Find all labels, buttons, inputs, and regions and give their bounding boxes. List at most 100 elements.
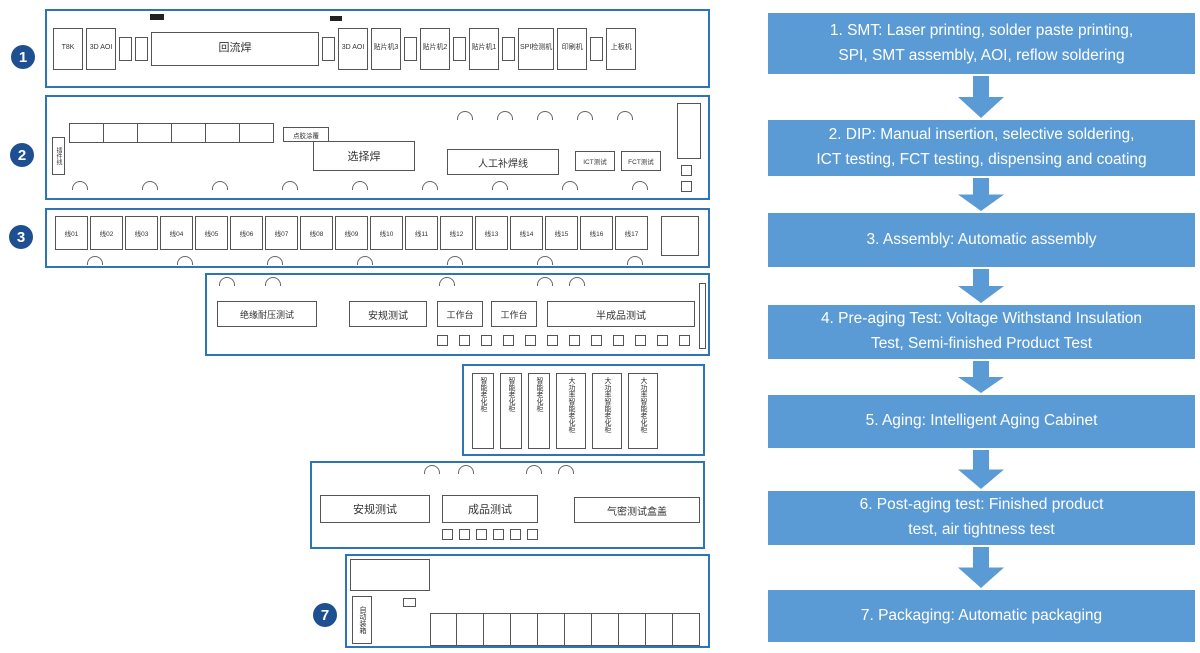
machine-label: 3D AOI [341,44,365,52]
machine-box [502,36,515,61]
dip-line-panel: 插件线 点胶涂覆 选择焊 人工补焊线 ICT测试 FCT测试 [45,95,710,200]
station-label: 线09 [344,231,359,238]
machine-box [453,36,466,61]
station-label: 线12 [449,231,464,238]
station-box: 线01 [55,216,88,250]
machine-label: 上板机 [610,44,632,52]
operator-icon [357,256,373,265]
machine-label: 3D AOI [89,44,113,52]
end-station-box [661,216,699,256]
machine-box [322,36,335,61]
flow-step-line: 4. Pre-aging Test: Voltage Withstand Ins… [820,310,1143,328]
operator-icon [537,256,553,265]
machine-box: 3D AOI [86,27,116,70]
safety-test-box: 安规测试 [349,301,427,327]
flow-step-line: 7. Packaging: Automatic packaging [860,606,1103,624]
machine-label: 贴片机3 [373,44,399,52]
flow-step-line: SPI, SMT assembly, AOI, reflow soldering [838,46,1125,64]
step-circle-1: 1 [11,45,35,69]
operator-icon [72,181,88,190]
station-box: 线16 [580,216,613,250]
flow-step-7: 7. Packaging: Automatic packaging [768,590,1195,642]
machine-box: 3D AOI [338,27,368,70]
operator-icon [424,465,440,474]
operator-icon [352,181,368,190]
packing-cells [430,613,700,646]
assembly-stations: 线01 线02 线03 线04 线05 线06 线07 线08 线09 线10 … [55,216,648,250]
flow-step-line: 1. SMT: Laser printing, solder paste pri… [829,21,1134,39]
flow-arrow-icon [958,178,1004,211]
aging-cabinets: 智能老化柜 智能老化柜 智能老化柜 大功率智能老化柜 大功率智能老化柜 大功率智… [472,373,658,449]
decoration [442,529,453,540]
station-label: 线14 [519,231,534,238]
operator-icon [142,181,158,190]
cabinet-label: 智能老化柜 [536,377,543,412]
operator-icon [422,181,438,190]
decoration [503,335,514,346]
machine-box: 贴片机1 [469,27,499,70]
station-box: 线11 [405,216,438,250]
operator-icon [617,111,633,120]
station-box: 线03 [125,216,158,250]
decoration [547,335,558,346]
operator-icon [177,256,193,265]
machine-label: 贴片机1 [471,44,497,52]
aging-cabinet-box: 智能老化柜 [500,373,522,449]
decoration [493,529,504,540]
station-label: 线03 [134,231,149,238]
station-box: 线13 [475,216,508,250]
cabinet-label: 智能老化柜 [508,377,515,412]
fct-test-box: FCT测试 [621,151,661,171]
station-label: 线16 [589,231,604,238]
decoration [403,598,416,607]
auto-packing-box: 自动装箱 [352,596,372,644]
insulation-withstand-test-box: 绝缘耐压测试 [217,301,317,327]
machine-label: 贴片机2 [422,44,448,52]
machine-label: SPI检测机 [520,44,553,52]
machine-box [119,36,132,61]
station-box: 线10 [370,216,403,250]
packaging-machine-box [350,559,430,591]
decoration [527,529,538,540]
station-label: 线11 [414,231,429,238]
aging-cabinet-box: 智能老化柜 [528,373,550,449]
station-label: 线15 [554,231,569,238]
operator-icon [558,465,574,474]
operator-icon [282,181,298,190]
step-circle-2: 2 [10,143,34,167]
flow-step-3: 3. Assembly: Automatic assembly [768,213,1195,267]
machine-box: 印刷机 [557,27,588,70]
smt-line-panel: T8K 3D AOI 回流焊 3D AOI 贴片机3 贴片机2 [45,9,710,88]
operator-icon [439,277,455,286]
flow-arrow-icon [958,76,1004,118]
workbench-box: 工作台 [437,301,483,327]
station-label: 线01 [64,231,79,238]
cabinet-label: 大功率智能老化柜 [604,377,611,433]
machine-box [135,36,148,61]
machine-box: 贴片机2 [420,27,450,70]
aging-cabinet-box: 大功率智能老化柜 [592,373,622,449]
air-tightness-test-box: 气密测试盒盖 [574,497,700,523]
machine-label: T8K [61,44,75,52]
station-label: 线07 [274,231,289,238]
decoration [476,529,487,540]
station-box: 线04 [160,216,193,250]
flow-arrow-icon [958,269,1004,303]
decoration [681,165,692,176]
flow-arrow-icon [958,361,1004,393]
decoration [525,335,536,346]
cabinet-label: 智能老化柜 [480,377,487,412]
decoration [679,335,690,346]
decoration [481,335,492,346]
operator-icon [265,277,281,286]
machine-box: 回流焊 [151,31,319,66]
operator-icon [492,181,508,190]
station-box: 线06 [230,216,263,250]
operator-icon [497,111,513,120]
decoration [510,529,521,540]
flow-step-4: 4. Pre-aging Test: Voltage Withstand Ins… [768,305,1195,359]
flow-step-line: 6. Post-aging test: Finished product [859,496,1104,514]
station-box: 线05 [195,216,228,250]
station-box: 线02 [90,216,123,250]
